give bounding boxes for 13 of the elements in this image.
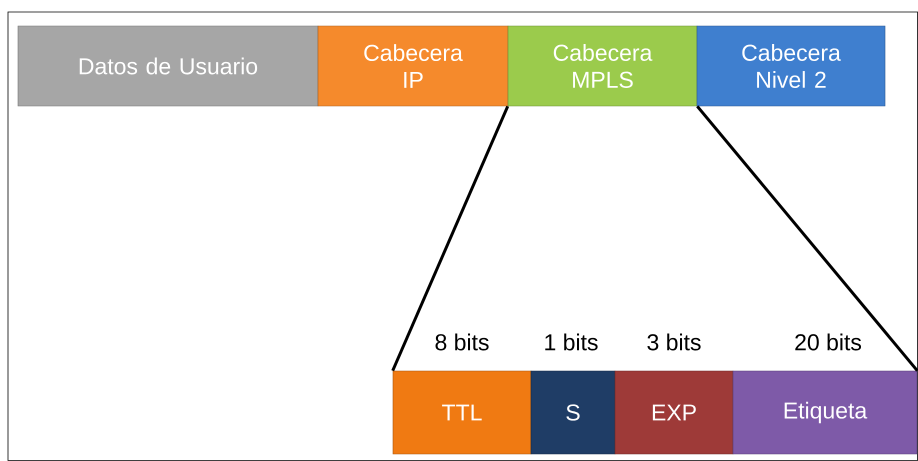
field-block: Etiqueta (732, 370, 918, 454)
bit-size-label: 1 bits (545, 334, 598, 350)
field-block: EXP (614, 370, 734, 454)
header-block: Cabecera Nivel 2 (696, 26, 886, 106)
bit-size-label: 20 bits (795, 334, 862, 350)
header-block: Cabecera IP (318, 26, 508, 106)
header-block: Cabecera MPLS (508, 26, 698, 106)
field-block: TTL (392, 370, 532, 454)
field-block: S (530, 370, 616, 454)
header-block: Datos de Usuario (18, 26, 318, 106)
zoom-line (391, 106, 510, 372)
bit-size-label: 8 bits (436, 334, 489, 350)
bit-size-label: 3 bits (647, 334, 701, 350)
